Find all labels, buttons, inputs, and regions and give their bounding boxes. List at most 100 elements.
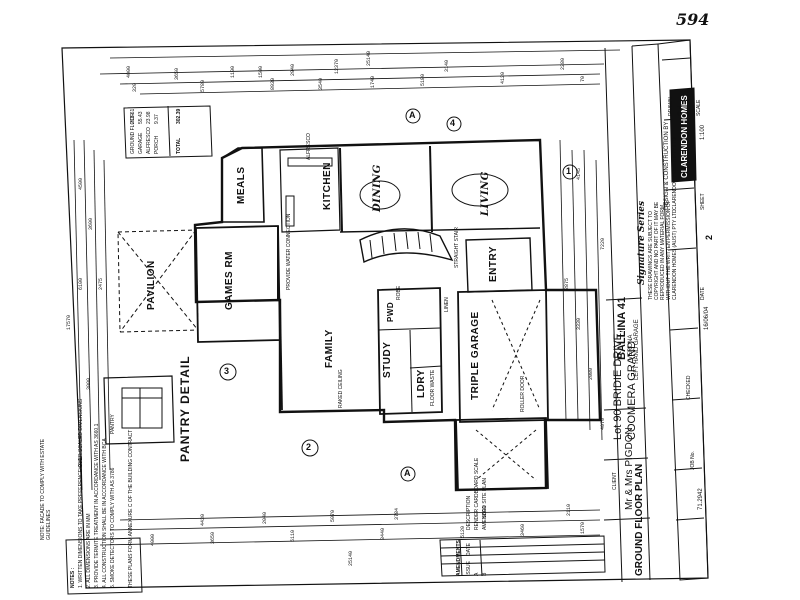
amendments-heading: AMENDMENTS xyxy=(456,540,462,576)
dim-top-1-1: 3650 xyxy=(174,67,180,80)
dim-top-2-5: 5180 xyxy=(420,73,426,86)
sheet-value: 2 xyxy=(704,234,714,240)
dim-bottom-overall: 25140 xyxy=(348,550,354,566)
area-value-0: 213.61 xyxy=(130,108,136,124)
dim-top-2-0: 320 xyxy=(132,82,138,92)
room-study: STUDY xyxy=(382,341,393,378)
room-ldry: LDRY xyxy=(416,369,427,398)
area-value-4: 302.39 xyxy=(176,108,182,124)
drawn-label: DRAWN xyxy=(668,97,674,116)
dim-top-1-5: 12370 xyxy=(334,58,340,74)
dim-right-3: 3330 xyxy=(576,317,582,330)
room-kitchen: KITCHEN xyxy=(322,162,333,210)
area-label-2: ALFRESCO xyxy=(146,127,152,154)
note-5: 5. SMOKE DETECTORS TO COMPLY WITH AS 378… xyxy=(110,467,116,588)
note-1: 1. WRITTEN DIMENSIONS TO TAKE PREFERENCE… xyxy=(78,398,84,588)
dim-top-1-3: 1500 xyxy=(258,65,264,78)
pantry-detail-title: PANTRY DETAIL xyxy=(178,355,192,462)
area-label-1: GARAGE xyxy=(138,132,144,154)
amend-row-b-issue: B xyxy=(482,572,488,576)
dim-left-4: 3000 xyxy=(86,377,92,390)
signature-series: Signature Series xyxy=(637,200,647,285)
area-value-3: 9.37 xyxy=(154,114,160,124)
marker-label-4: 4 xyxy=(450,118,456,128)
dim-bottom-1-4: 5120 xyxy=(460,525,466,538)
room-meals: MEALS xyxy=(236,166,247,205)
dim-bottom-1-6: 1570 xyxy=(580,521,586,534)
dim-left-1: 3600 xyxy=(88,217,94,230)
dim-right-1: 7220 xyxy=(600,237,606,250)
dim-left-0: 4500 xyxy=(78,177,84,190)
client-label: CLIENT xyxy=(612,472,618,490)
notes-footer: THESE PLANS FORM ANNEXURE C OF THE BUILD… xyxy=(128,429,134,588)
dim-top-2-2: 8930 xyxy=(270,77,276,90)
room-family: FAMILY xyxy=(324,329,335,368)
marker-label-1: 1 xyxy=(566,166,572,176)
dim-bottom-2-1: 2040 xyxy=(262,511,268,524)
annotation-floor-waste: FLOOR WASTE xyxy=(430,369,436,406)
dim-top-1-0: 4000 xyxy=(126,65,132,78)
dim-top-1-6: 3140 xyxy=(444,59,450,72)
job-value: 71.2942 xyxy=(698,488,704,510)
marker-a xyxy=(405,108,421,124)
annotation-ceiling: RAKED CEILING xyxy=(338,369,344,408)
marker-label-a2: A xyxy=(404,468,411,478)
room-pwd: PWD xyxy=(386,301,395,322)
note-4: 4. ALL CONSTRUCTION SHALL BE IN ACCORDAN… xyxy=(102,438,108,588)
note-3: 3. PROVIDE TERMITE TREATMENT IN ACCORDAN… xyxy=(94,423,100,588)
room-games: GAMES RM xyxy=(224,251,235,310)
dim-right-5: 4070 xyxy=(600,417,606,430)
amend-col-desc: DESCRIPTION xyxy=(466,495,472,530)
dim-bottom-1-0: 4000 xyxy=(150,533,156,546)
dim-top-2-7: 70 xyxy=(580,75,586,82)
dim-bottom-2-2: 5070 xyxy=(330,509,336,522)
marker-label-3: 3 xyxy=(224,366,230,376)
page-number: 594 xyxy=(676,10,710,29)
date-value: 16/06/04 xyxy=(704,306,710,330)
dim-right-0: 4145 xyxy=(576,167,582,180)
dim-left-2: 6100 xyxy=(78,277,84,290)
job-label: JOB No. xyxy=(690,451,696,470)
annotation-water: PROVIDE WATER CONNECTION xyxy=(286,213,292,290)
scale-value: 1:100 xyxy=(700,124,706,140)
amend-col-date: DATE xyxy=(466,543,472,556)
area-value-2: 23.98 xyxy=(146,111,152,124)
dim-left-overall: 17570 xyxy=(66,314,72,330)
area-value-1: 55.43 xyxy=(138,111,144,124)
annotation-roller-door: ROLLER DOOR xyxy=(520,375,526,412)
estate-name: COOMERA GRAND xyxy=(626,340,638,440)
dim-bottom-1-2: 5110 xyxy=(290,529,296,542)
annotation-alfresco: ALFRESCO xyxy=(306,133,312,160)
design-by-label: DESIGN & CONSTRUCTION BY xyxy=(664,121,670,210)
area-label-3: PORCH xyxy=(154,135,160,154)
annotation-robe: ROBE xyxy=(396,285,402,300)
dim-bottom-1-5: 3460 xyxy=(520,523,526,536)
sheet-title: GROUND FLOOR PLAN xyxy=(634,463,645,576)
dim-bottom-2-3: 3784 xyxy=(394,507,400,520)
dim-bottom-1-3: 3440 xyxy=(380,527,386,540)
dim-top-2-3: 3540 xyxy=(318,77,324,90)
dim-top-2-6: 4120 xyxy=(500,71,506,84)
dim-right-2: 2875 xyxy=(564,277,570,290)
dim-left-3: 2475 xyxy=(98,277,104,290)
scale-label: SCALE xyxy=(696,99,702,116)
dim-top-1-2: 1100 xyxy=(230,65,236,78)
dim-left-5: 4070 xyxy=(78,457,84,470)
dim-top-overall: 25140 xyxy=(366,50,372,66)
dim-bottom-2-5: 2110 xyxy=(566,503,572,516)
room-living: LIVING xyxy=(480,171,491,216)
lot-address: Lot 90 BRIDIE DRIVE, xyxy=(612,329,624,440)
copyright-text: THESE DRAWINGS ARE SUBJECT TO COPYRIGHT … xyxy=(648,200,678,300)
room-triple-garage: TRIPLE GARAGE xyxy=(470,311,481,400)
amend-row-a-issue: A xyxy=(474,572,480,576)
sheet-label: SHEET xyxy=(700,193,706,210)
dim-top-2-1: 5780 xyxy=(200,79,206,92)
drawn-value: C.H. xyxy=(678,104,684,116)
room-entry: ENTRY xyxy=(488,245,499,282)
amend-row-a-desc: RENDER CARDBOARD SCALE xyxy=(474,457,480,530)
marker-label-2: 2 xyxy=(306,442,312,452)
room-dining: DINING xyxy=(372,164,383,212)
dim-top-1-4: 2940 xyxy=(290,63,296,76)
side-note: NOTE: FACADE TO COMPLY WITH ESTATE GUIDE… xyxy=(40,438,52,540)
